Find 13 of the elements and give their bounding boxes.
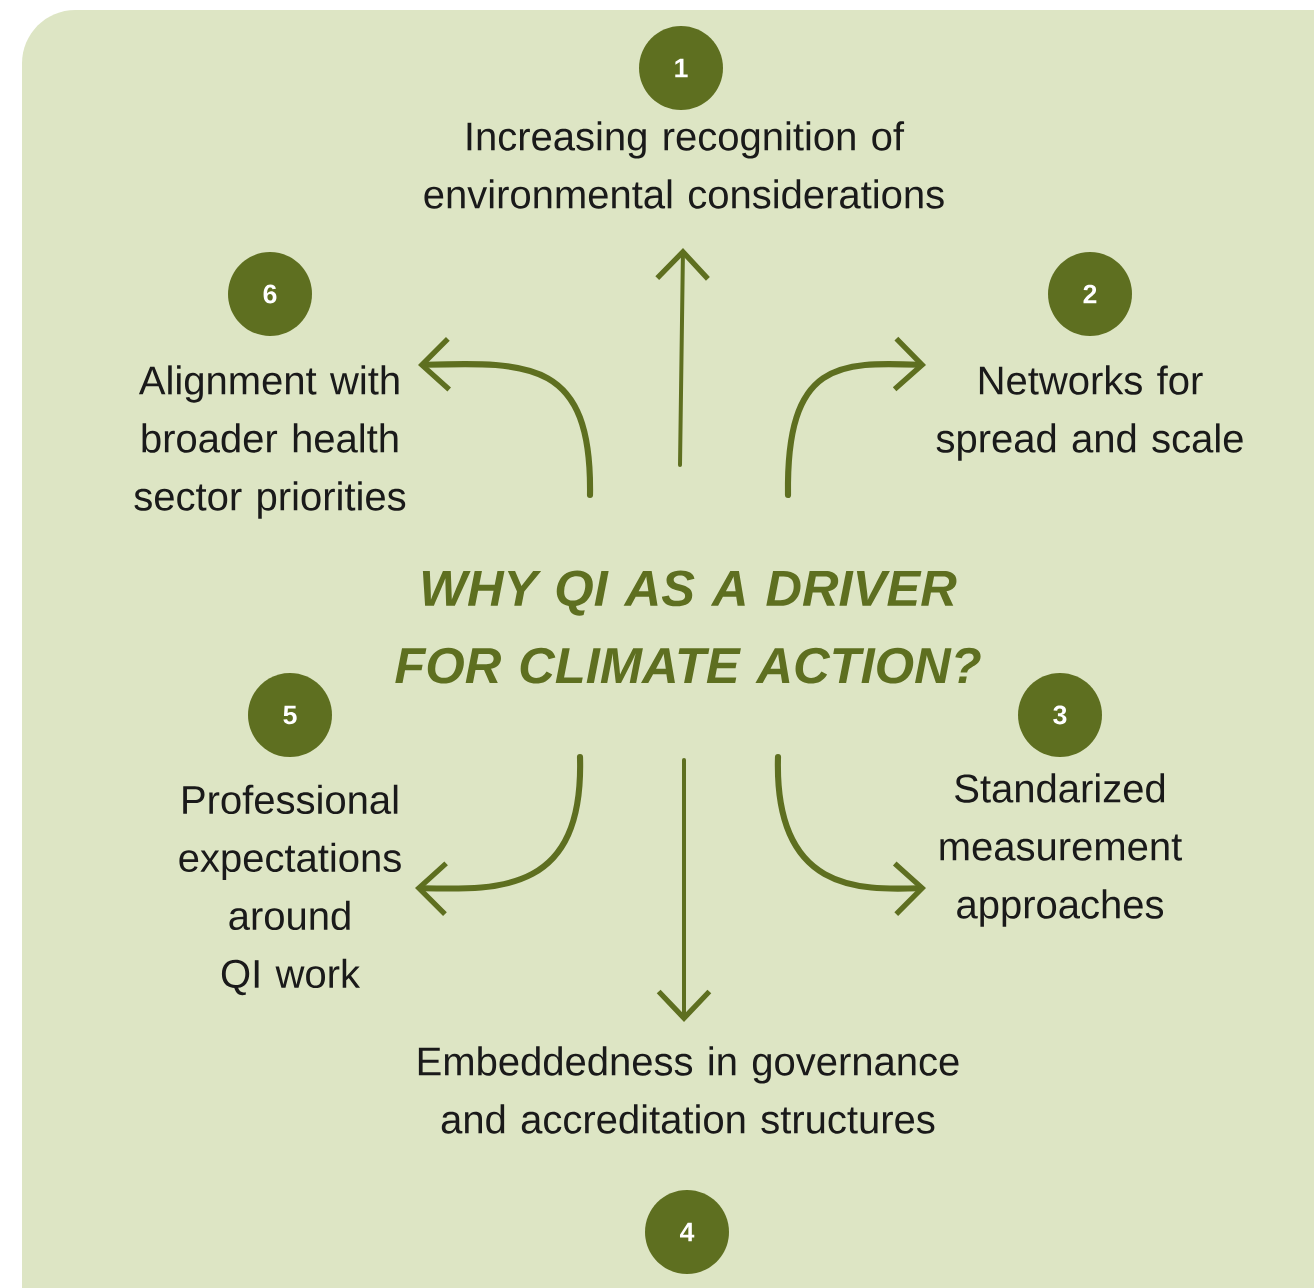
arrow [774, 753, 926, 917]
description-text: Standarized measurement approaches [940, 773, 1182, 927]
arrow [655, 248, 710, 467]
description-text: Alignment with broader health sector priorities [134, 365, 406, 519]
arrow [415, 753, 584, 916]
description-text: Professional expectations around QI work [179, 784, 401, 996]
arrow [784, 336, 926, 499]
description-text: Networks for spread and scale [936, 365, 1243, 461]
description-text: Embeddedness in governance and accreditation structures [418, 1046, 959, 1134]
title: WHY QI AS A DRIVER FOR CLIMATE ACTION? [395, 570, 981, 684]
description-text: Increasing recognition of environmental considerations [424, 121, 944, 209]
arrow [656, 758, 712, 1022]
arrow [418, 336, 594, 499]
